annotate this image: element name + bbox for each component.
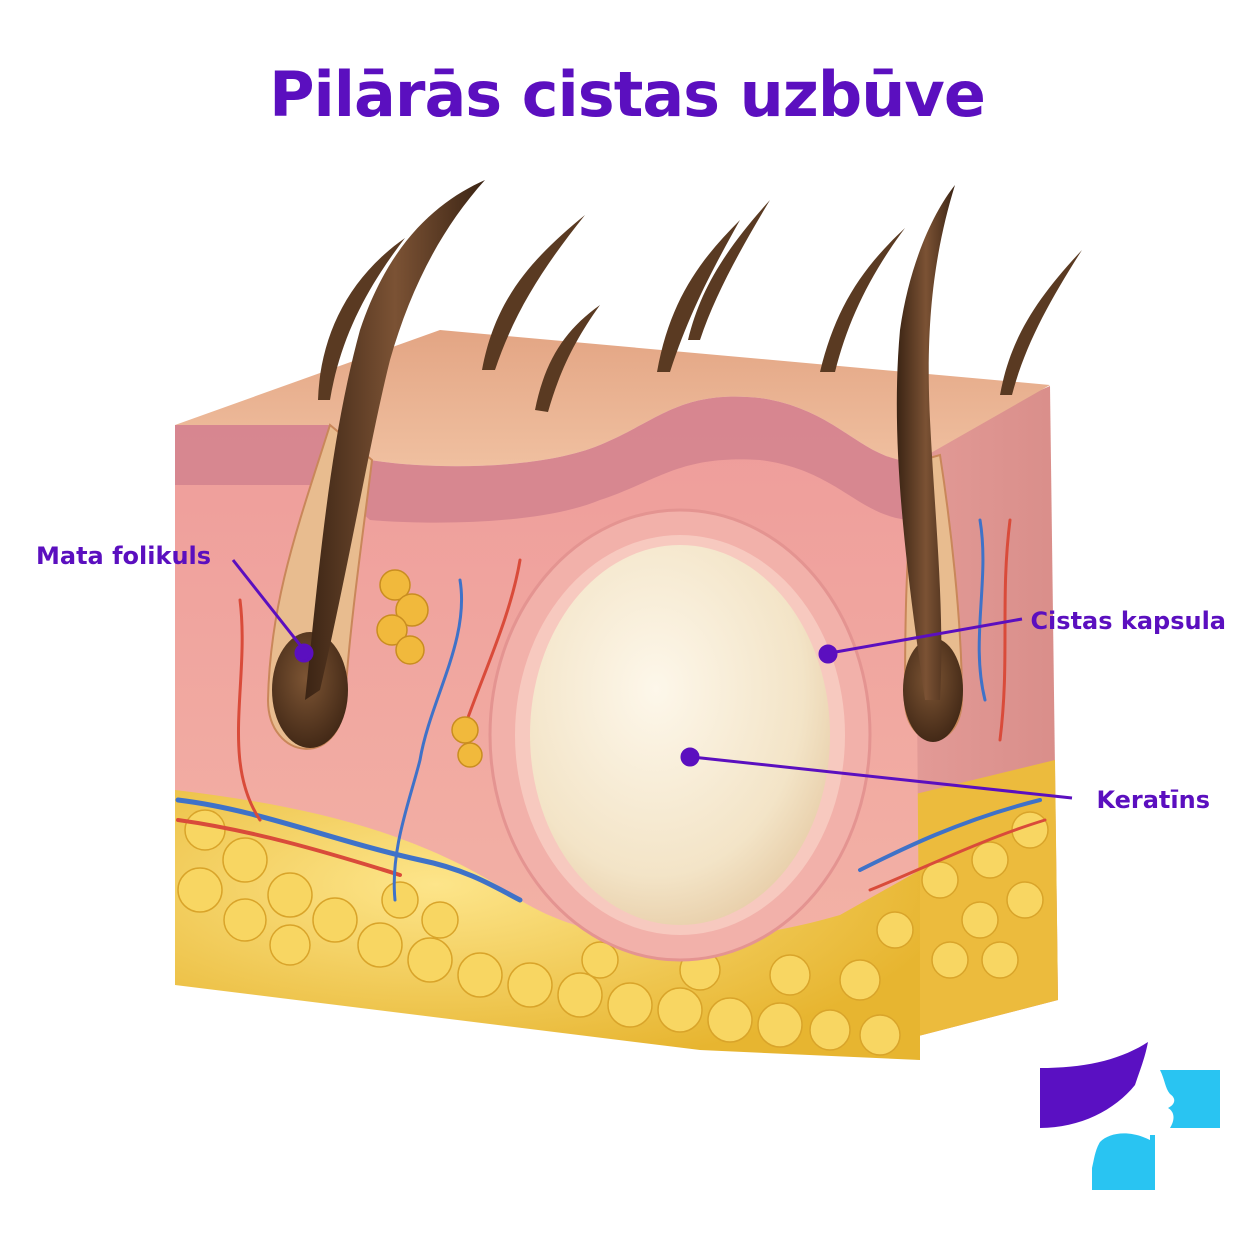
hairs bbox=[318, 200, 1082, 412]
label-cyst-capsule: Cistas kapsula bbox=[1030, 607, 1226, 635]
skin-top-surface bbox=[175, 330, 1050, 467]
fat-cells bbox=[177, 809, 1049, 1056]
diagram-title: Pilārās cistas uzbūve bbox=[269, 58, 986, 131]
label-hair-follicle: Mata folikuls bbox=[36, 542, 212, 570]
hair-follicle-right bbox=[896, 185, 964, 742]
keratin-mass bbox=[530, 545, 830, 925]
hair-follicle-left bbox=[266, 180, 485, 750]
leader-lines bbox=[231, 559, 1073, 800]
brand-logo bbox=[1040, 1042, 1220, 1190]
label-keratin: Keratīns bbox=[1096, 786, 1210, 814]
sebaceous-gland bbox=[376, 569, 483, 768]
subcutaneous-fat bbox=[175, 790, 920, 1060]
